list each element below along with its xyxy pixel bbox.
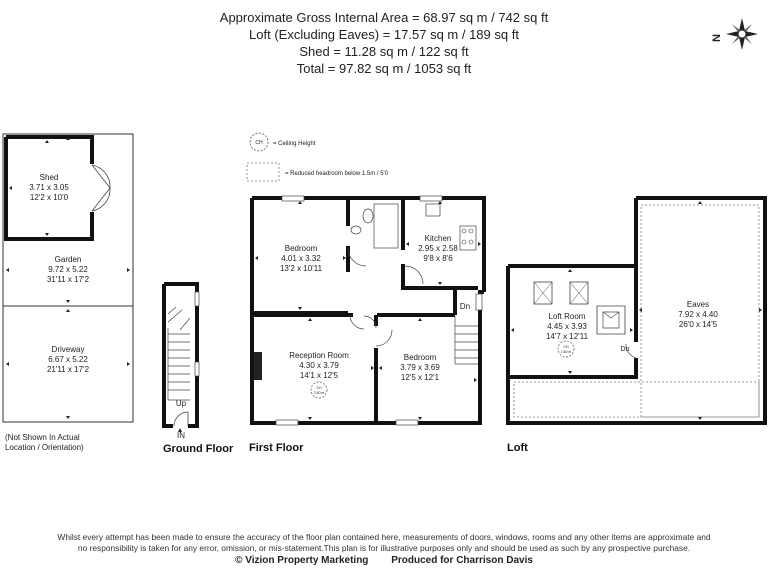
legend-ceiling-text: = Ceiling Height (273, 141, 316, 147)
eaves-name: Eaves (687, 300, 709, 309)
first-floor-plan (250, 195, 486, 426)
reception-imperial: 14'1 x 12'5 (300, 371, 339, 380)
driveway-imperial: 21'11 x 17'2 (47, 365, 90, 374)
outside-note-line1: (Not Shown In Actual (5, 433, 80, 442)
garden-name: Garden (55, 255, 82, 264)
reduced-headroom-symbol-icon (246, 162, 280, 182)
loft-room-metric: 4.45 x 3.93 (547, 322, 587, 331)
disclaimer-line1: Whilst every attempt has been made to en… (57, 532, 711, 542)
loft-room-imperial: 14'7 x 12'11 (546, 332, 589, 341)
compass-rose-icon (726, 18, 758, 50)
credits: © Vizion Property Marketing Produced for… (0, 555, 768, 566)
bedroom1-metric: 4.01 x 3.32 (281, 254, 321, 263)
legend-ch-symbol: CH (255, 140, 263, 146)
total-area-line: Total = 97.82 sq m / 1053 sq ft (296, 61, 472, 76)
bedroom2-metric: 3.79 x 3.69 (400, 363, 440, 372)
kitchen-metric: 2.95 x 2.58 (418, 244, 458, 253)
ground-floor-entry-label: IN (177, 431, 185, 440)
bedroom1-imperial: 13'2 x 10'11 (280, 264, 323, 273)
outside-note-line2: Location / Orientation) (5, 443, 84, 452)
first-floor-title: First Floor (249, 442, 304, 454)
loft-ch-value: 1.50 m (561, 350, 572, 354)
loft-ch-label: CH (563, 345, 569, 349)
driveway-name: Driveway (52, 345, 85, 354)
legend-headroom-text: = Reduced headroom below 1.5m / 5'0 (285, 171, 389, 177)
kitchen-name: Kitchen (425, 234, 452, 243)
shed-area-line: Shed = 11.28 sq m / 122 sq ft (299, 44, 469, 59)
kitchen-imperial: 9'8 x 8'6 (423, 254, 453, 263)
loft-area-line: Loft (Excluding Eaves) = 17.57 sq m / 18… (249, 27, 519, 42)
bedroom2-name: Bedroom (404, 353, 437, 362)
outside-plan (2, 133, 134, 423)
shed-metric: 3.71 x 3.05 (29, 183, 69, 192)
garden-imperial: 31'11 x 17'2 (47, 275, 90, 284)
bedroom1-name: Bedroom (285, 244, 318, 253)
loft-plan (506, 196, 767, 425)
reception-metric: 4.30 x 3.79 (299, 361, 339, 370)
bedroom2-imperial: 12'5 x 12'1 (401, 373, 440, 382)
shed-imperial: 12'2 x 10'0 (30, 193, 69, 202)
shed-name: Shed (40, 173, 59, 182)
compass-north-label: N (711, 34, 723, 42)
disclaimer-line2: no responsibility is taken for any error… (77, 543, 691, 553)
garden-metric: 9.72 x 5.22 (48, 265, 88, 274)
loft-dn-label: Dn (621, 346, 630, 353)
reception-name: Reception Room (289, 351, 349, 360)
legend: CH = Ceiling Height = Reduced headroom b… (246, 132, 389, 182)
ground-floor-plan (162, 282, 200, 432)
ground-floor-up-label: Up (176, 399, 187, 408)
eaves-imperial: 26'0 x 14'5 (679, 320, 718, 329)
first-floor-dn-label: Dn (460, 302, 470, 311)
ceiling-height-symbol-icon (249, 132, 269, 152)
gross-area-line: Approximate Gross Internal Area = 68.97 … (219, 10, 549, 25)
produced-for-text: Produced for Charrison Davis (391, 555, 533, 566)
loft-room-name: Loft Room (549, 312, 586, 321)
copyright-text: © Vizion Property Marketing (235, 555, 369, 566)
ground-floor-title: Ground Floor (163, 443, 234, 455)
loft-title: Loft (507, 442, 528, 454)
reception-ch-label: CH (316, 386, 322, 390)
reception-ch-value: 2.50 m (314, 391, 325, 395)
eaves-metric: 7.92 x 4.40 (678, 310, 718, 319)
driveway-metric: 6.67 x 5.22 (48, 355, 88, 364)
